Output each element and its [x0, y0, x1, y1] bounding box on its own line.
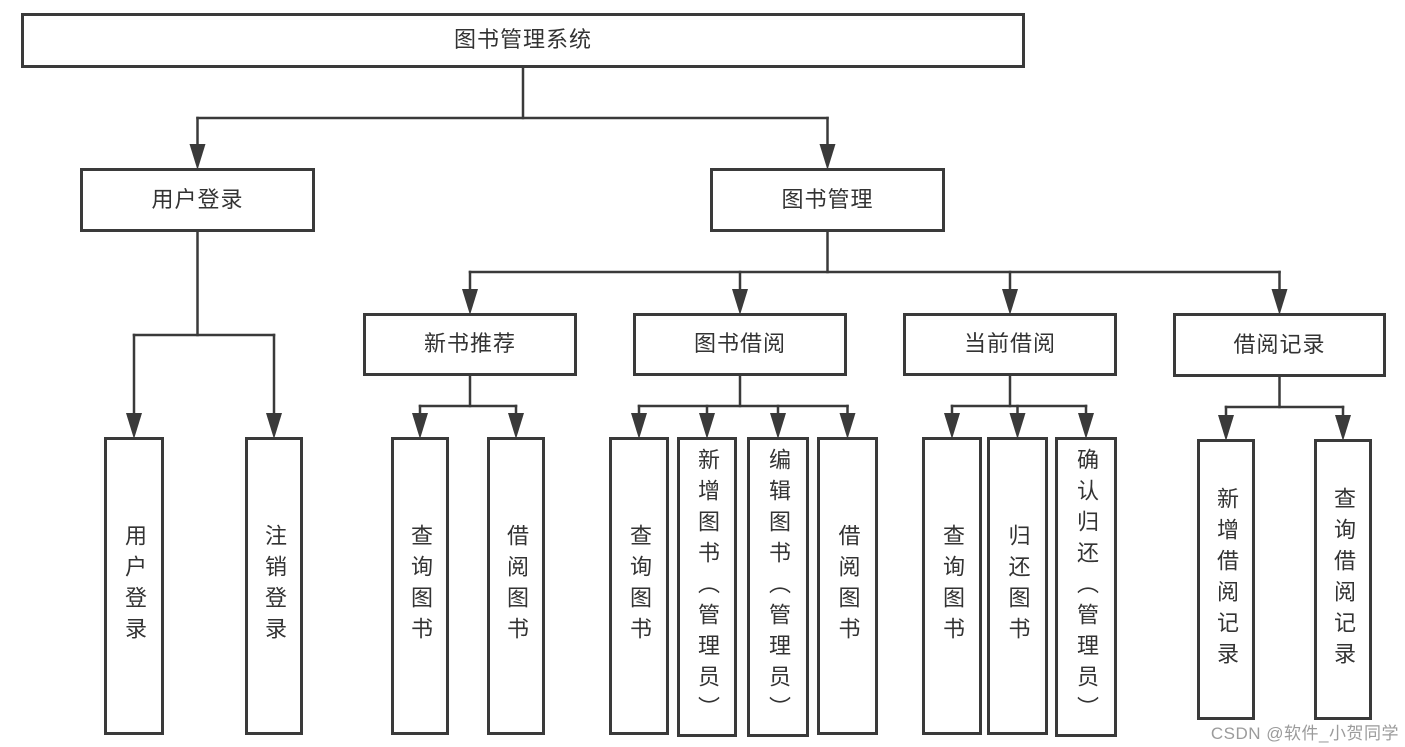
arrowhead-icon	[631, 413, 647, 439]
diagram-node-leaf-logout: 注销登录	[245, 437, 303, 735]
diagram-node-leaf-bw-borrow: 借阅图书	[817, 437, 878, 735]
diagram-node-leaf-cur-confirm: 确认归还（管理员）	[1055, 437, 1117, 737]
arrowhead-icon	[699, 413, 715, 439]
diagram-node-leaf-bw-add: 新增图书（管理员）	[677, 437, 737, 737]
diagram-node-label: 图书管理	[781, 186, 874, 212]
arrowhead-icon	[1271, 289, 1288, 315]
diagram-node-label: 查询图书	[627, 524, 652, 648]
diagram-node-label: 用户登录	[122, 524, 147, 648]
diagram-node-leaf-cur-query: 查询图书	[922, 437, 982, 735]
diagram-node-label: 当前借阅	[963, 331, 1056, 357]
diagram-node-label: 新增图书（管理员）	[695, 447, 720, 727]
diagram-node-leaf-bw-edit: 编辑图书（管理员）	[747, 437, 809, 737]
diagram-node-newbook: 新书推荐	[363, 313, 577, 376]
arrowhead-icon	[189, 144, 206, 170]
arrowhead-icon	[1335, 415, 1351, 441]
diagram-node-label: 用户登录	[151, 186, 244, 212]
arrowhead-icon	[732, 289, 748, 315]
diagram-node-label: 新增借阅记录	[1214, 486, 1239, 673]
diagram-node-label: 新书推荐	[423, 331, 516, 357]
diagram-node-label: 图书管理系统	[453, 27, 592, 53]
arrowhead-icon	[508, 413, 524, 439]
diagram-node-current: 当前借阅	[903, 313, 1117, 376]
diagram-node-label: 查询图书	[940, 524, 965, 648]
arrowhead-icon	[770, 413, 786, 439]
arrowhead-icon	[1078, 413, 1094, 439]
diagram-node-label: 确认归还（管理员）	[1074, 447, 1099, 727]
diagram-node-records: 借阅记录	[1173, 313, 1386, 377]
arrowhead-icon	[1218, 415, 1234, 441]
diagram-node-leaf-bw-query: 查询图书	[609, 437, 669, 735]
arrowhead-icon	[126, 413, 142, 439]
diagram-node-leaf-nb-query: 查询图书	[391, 437, 449, 735]
diagram-node-leaf-rec-query: 查询借阅记录	[1314, 439, 1372, 720]
diagram-node-login: 用户登录	[80, 168, 315, 232]
arrowhead-icon	[462, 289, 478, 315]
diagram-node-label: 注销登录	[262, 524, 287, 648]
arrowhead-icon	[1002, 289, 1018, 315]
diagram-node-leaf-cur-return: 归还图书	[987, 437, 1048, 735]
arrowhead-icon	[1009, 413, 1026, 439]
diagram-node-label: 借阅图书	[504, 524, 529, 648]
diagram-node-label: 编辑图书（管理员）	[766, 447, 791, 727]
arrowhead-icon	[944, 413, 960, 439]
diagram-node-label: 图书借阅	[693, 331, 786, 357]
diagram-node-root: 图书管理系统	[21, 13, 1025, 68]
diagram-node-label: 归还图书	[1005, 524, 1031, 648]
diagram-node-label: 借阅图书	[835, 524, 861, 648]
arrowhead-icon	[839, 413, 856, 439]
diagram-node-borrow: 图书借阅	[633, 313, 847, 376]
diagram-node-leaf-rec-add: 新增借阅记录	[1197, 439, 1255, 720]
diagram-node-leaf-nb-borrow: 借阅图书	[487, 437, 545, 735]
arrowhead-icon	[819, 144, 836, 170]
diagram-node-label: 借阅记录	[1233, 331, 1326, 357]
diagram-node-leaf-user-login: 用户登录	[104, 437, 164, 735]
arrowhead-icon	[266, 413, 282, 439]
diagram-node-mgmt: 图书管理	[710, 168, 945, 232]
diagram-node-label: 查询借阅记录	[1331, 486, 1356, 673]
arrowhead-icon	[412, 413, 428, 439]
diagram-node-label: 查询图书	[408, 524, 433, 648]
